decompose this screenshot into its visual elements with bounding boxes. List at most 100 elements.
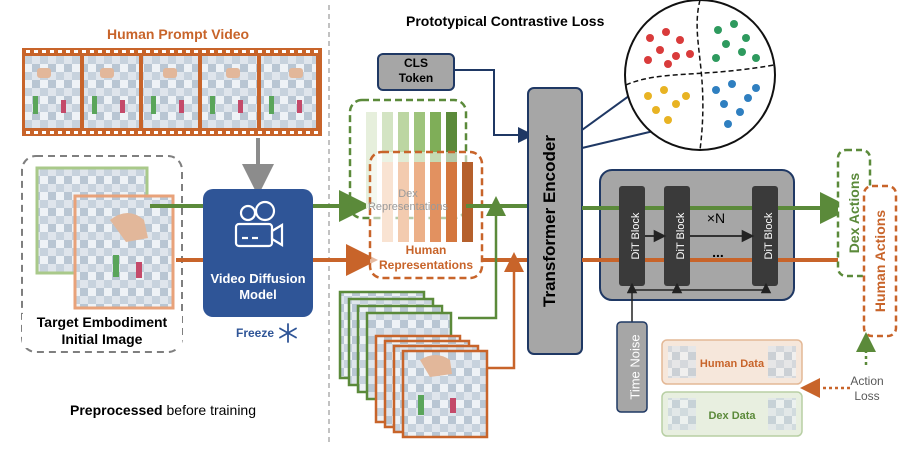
sprocket-hole — [130, 131, 134, 134]
sprocket-hole — [138, 131, 142, 134]
cluster-dot — [664, 116, 672, 124]
sprocket-hole — [90, 50, 94, 53]
bottle-shape — [269, 96, 274, 114]
dex-data-label: Dex Data — [708, 410, 756, 422]
sprocket-hole — [298, 50, 302, 53]
cluster-dot — [686, 50, 694, 58]
sprocket-hole — [290, 50, 294, 53]
dit-block-2 — [664, 186, 690, 286]
sprocket-hole — [250, 50, 254, 53]
human-actions-box — [862, 184, 898, 338]
cluster-dot — [744, 94, 752, 102]
sprocket-hole — [210, 50, 214, 53]
dex-representations-label: Dex Representations — [350, 188, 466, 214]
human-representations-group — [368, 150, 484, 280]
sprocket-hole — [250, 131, 254, 134]
cluster-dot — [720, 100, 728, 108]
sprocket-hole — [170, 50, 174, 53]
cluster-dot — [730, 20, 738, 28]
sprocket-hole — [154, 50, 158, 53]
human-rep-bar — [430, 162, 441, 242]
cluster-dot — [652, 106, 660, 114]
cluster-dot — [712, 86, 720, 94]
sprocket-hole — [66, 50, 70, 53]
dex-rep-line-2: Representations — [367, 201, 449, 213]
sprocket-hole — [90, 131, 94, 134]
cluster-dot — [728, 80, 736, 88]
sprocket-hole — [314, 50, 318, 53]
prototype-cluster-circle — [624, 0, 776, 151]
sprocket-hole — [226, 131, 230, 134]
sprocket-hole — [98, 50, 102, 53]
sprocket-hole — [122, 131, 126, 134]
human-rep-bar — [382, 162, 393, 242]
sprocket-hole — [178, 131, 182, 134]
human-actions-label: Human Actions — [872, 210, 888, 312]
dex-actions-label: Dex Actions — [846, 173, 862, 254]
sprocket-hole — [58, 50, 62, 53]
target-embodiment-group — [21, 155, 183, 353]
dex-data-thumb — [661, 391, 803, 437]
prompt-frame — [202, 56, 257, 128]
sprocket-hole — [82, 131, 86, 134]
sprocket-hole — [282, 131, 286, 134]
human-rep-bar — [446, 162, 457, 242]
sprocket-hole — [218, 131, 222, 134]
cluster-dot — [676, 36, 684, 44]
cluster-dot — [742, 34, 750, 42]
dit-block-n-label: DiT Block — [763, 212, 775, 259]
action-loss-label: Action Loss — [842, 374, 892, 404]
hand-shape — [420, 355, 452, 377]
sprocket-hole — [114, 50, 118, 53]
sprocket-hole — [34, 131, 38, 134]
sprocket-hole — [226, 50, 230, 53]
sprocket-hole — [138, 50, 142, 53]
sprocket-hole — [98, 131, 102, 134]
cls-token-box — [377, 53, 455, 91]
sprocket-hole — [122, 50, 126, 53]
sprocket-hole — [234, 131, 238, 134]
sprocket-hole — [42, 131, 46, 134]
sprocket-hole — [218, 50, 222, 53]
target-embodiment-line-2: Initial Image — [61, 331, 143, 347]
sprocket-hole — [162, 50, 166, 53]
human-rep-line-1: Human — [405, 243, 447, 257]
bottle-shape — [151, 96, 156, 114]
cluster-dot — [672, 100, 680, 108]
sprocket-hole — [274, 131, 278, 134]
hand-shape — [37, 68, 51, 78]
sprocket-hole — [266, 50, 270, 53]
sprocket-hole — [106, 131, 110, 134]
cluster-dot — [724, 120, 732, 128]
can-shape — [179, 100, 184, 113]
cluster-dot — [752, 84, 760, 92]
contrastive-loss-title: Prototypical Contrastive Loss — [406, 13, 605, 29]
sprocket-hole — [130, 50, 134, 53]
can-shape — [61, 100, 66, 113]
human-prompt-video-title: Human Prompt Video — [107, 26, 250, 42]
time-noise-box — [616, 321, 648, 413]
sprocket-hole — [26, 131, 30, 134]
dit-block-2-label: DiT Block — [675, 212, 687, 259]
cluster-dot — [752, 54, 760, 62]
cluster-dot — [662, 28, 670, 36]
sprocket-hole — [50, 131, 54, 134]
bottle-shape — [210, 96, 215, 114]
cluster-dot — [646, 34, 654, 42]
sprocket-hole — [34, 50, 38, 53]
can-shape — [450, 398, 456, 413]
prompt-frame — [84, 56, 139, 128]
cls-to-encoder-arrow — [454, 69, 534, 143]
sprocket-hole — [74, 50, 78, 53]
cluster-dot — [664, 60, 672, 68]
sprocket-hole — [170, 131, 174, 134]
generated-video-stack — [338, 290, 489, 439]
hand-shape — [226, 68, 240, 78]
freeze-label: Freeze — [236, 326, 275, 340]
snowflake-icon — [279, 323, 297, 343]
target-embodiment-line-1: Target Embodiment — [36, 314, 168, 330]
human-prompt-filmstrip — [22, 48, 322, 136]
video-diffusion-model-box — [203, 189, 313, 317]
hand-shape — [289, 68, 303, 78]
